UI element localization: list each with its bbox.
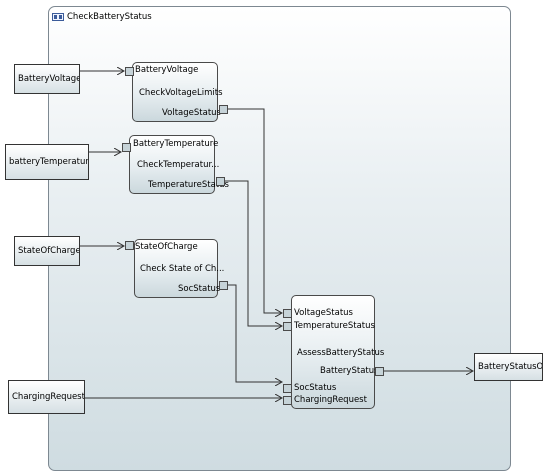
check-voltage-limits-block[interactable] xyxy=(132,62,218,122)
component-icon xyxy=(52,13,64,21)
voltage-block-input-port[interactable] xyxy=(125,67,134,76)
voltage-block-input-label: BatteryVoltage xyxy=(135,65,199,75)
check-temperature-block[interactable] xyxy=(129,135,215,194)
temperature-block-output-port[interactable] xyxy=(216,177,225,186)
assess-block-output-port[interactable] xyxy=(375,367,384,376)
assess-block-temperature-port[interactable] xyxy=(283,322,292,331)
soc-block-output-label: SocStatus xyxy=(178,284,221,294)
check-battery-status-component[interactable] xyxy=(48,6,511,471)
assess-block-soc-label: SocStatus xyxy=(294,383,337,393)
check-state-of-charge-block[interactable] xyxy=(134,239,218,298)
inport-battery-voltage[interactable]: BatteryVoltageIn xyxy=(14,64,80,94)
assess-block-soc-port[interactable] xyxy=(283,384,292,393)
inport-charging-request-label: ChargingRequestIn xyxy=(12,392,85,402)
outer-title: CheckBatteryStatus xyxy=(52,10,152,24)
inport-state-of-charge[interactable]: StateOfChargeIn xyxy=(14,236,80,266)
inport-state-of-charge-label: StateOfChargeIn xyxy=(18,246,80,256)
assess-block-request-port[interactable] xyxy=(283,396,292,405)
inport-charging-request[interactable]: ChargingRequestIn xyxy=(8,380,85,414)
voltage-block-output-label: VoltageStatus xyxy=(162,108,221,118)
assess-block-voltage-label: VoltageStatus xyxy=(294,308,353,318)
inport-battery-temperature[interactable]: batteryTemperatureIn xyxy=(5,144,89,180)
soc-block-output-port[interactable] xyxy=(219,281,228,290)
inport-battery-temperature-label: batteryTemperatureIn xyxy=(9,157,89,167)
soc-block-input-port[interactable] xyxy=(125,241,134,250)
inport-battery-voltage-label: BatteryVoltageIn xyxy=(18,74,79,84)
temperature-block-input-label: BatteryTemperature xyxy=(133,139,219,149)
temperature-block-output-label: TemperatureStatus xyxy=(148,180,229,190)
voltage-block-output-port[interactable] xyxy=(219,105,228,114)
soc-block-input-label: StateOfCharge xyxy=(135,242,198,252)
assess-block-name: AssessBatteryStatus xyxy=(297,348,385,358)
assess-block-voltage-port[interactable] xyxy=(283,309,292,318)
outer-title-label: CheckBatteryStatus xyxy=(67,12,152,22)
temperature-block-input-port[interactable] xyxy=(122,143,131,152)
assess-block-output-label: BatteryStatus xyxy=(320,366,379,376)
voltage-block-name: CheckVoltageLimits xyxy=(139,88,223,98)
assess-block-temperature-label: TemperatureStatus xyxy=(294,321,375,331)
assess-battery-status-block[interactable] xyxy=(291,295,375,409)
assess-block-request-label: ChargingRequest xyxy=(294,395,367,405)
temperature-block-name: CheckTemperatur... xyxy=(137,160,220,170)
outport-battery-status-label: BatteryStatusOut xyxy=(478,362,543,372)
soc-block-name: Check State of Ch... xyxy=(140,264,225,274)
outport-battery-status[interactable]: BatteryStatusOut xyxy=(474,353,543,381)
